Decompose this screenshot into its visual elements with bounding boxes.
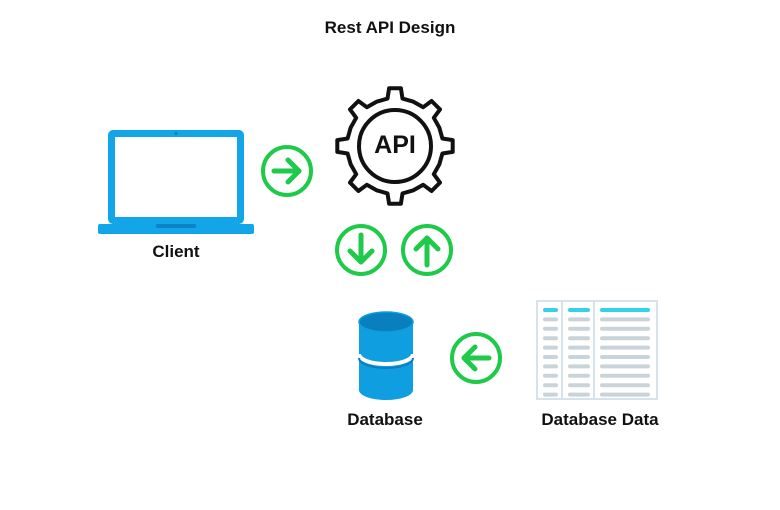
table-cell — [543, 355, 558, 359]
table-cell — [568, 317, 590, 322]
table-cell — [543, 392, 558, 397]
table-cell — [543, 317, 558, 322]
table-header-cell — [568, 308, 590, 312]
database-label: Database — [347, 410, 423, 429]
table-cell — [600, 364, 650, 369]
table-cell — [543, 373, 558, 378]
database-data-node: Database Data — [520, 300, 680, 435]
table-cell — [568, 345, 590, 350]
table-header-cell — [543, 308, 558, 312]
table-cell — [600, 355, 650, 359]
table-cell — [543, 364, 558, 369]
table-cell — [568, 373, 590, 378]
data-table-icon — [536, 300, 658, 400]
table-cell — [568, 392, 590, 397]
table-cell — [568, 355, 590, 359]
laptop-icon — [98, 130, 254, 234]
arrow-down-icon — [335, 224, 387, 276]
client-node: Client — [96, 128, 256, 268]
table-cell — [543, 345, 558, 350]
arrow-up-icon — [401, 224, 453, 276]
api-node: API — [330, 81, 460, 211]
gear-icon — [335, 86, 455, 206]
table-cell — [600, 317, 650, 322]
table-cell — [543, 326, 558, 331]
diagram-title: Rest API Design — [324, 18, 456, 37]
database-cylinder-icon — [357, 311, 415, 400]
table-cell — [600, 392, 650, 397]
database-data-label: Database Data — [541, 410, 659, 429]
table-cell — [543, 383, 558, 388]
arrow-right-icon — [261, 145, 313, 197]
database-node: Database — [330, 310, 440, 435]
table-cell — [600, 373, 650, 378]
table-header-cell — [600, 308, 650, 312]
table-cell — [600, 345, 650, 350]
table-cell — [600, 326, 650, 331]
table-cell — [600, 336, 650, 341]
table-cell — [568, 383, 590, 388]
table-cell — [568, 336, 590, 341]
table-cell — [543, 336, 558, 341]
arrow-left-icon — [450, 332, 502, 384]
api-label: API — [374, 131, 416, 159]
table-cell — [568, 364, 590, 369]
table-cell — [600, 383, 650, 388]
client-label: Client — [152, 242, 200, 261]
table-cell — [568, 326, 590, 331]
